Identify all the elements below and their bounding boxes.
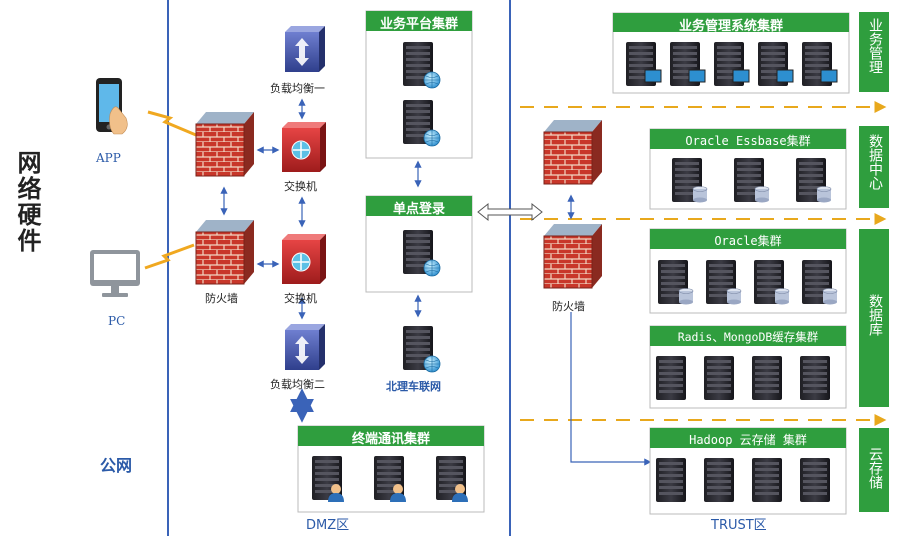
oracle-title: Oracle集群 [714,234,782,248]
trust-firewall-label: 防火墙 [552,300,585,313]
hadoop-title: Hadoop 云存储 集群 [689,433,807,447]
side-label-db: 数据库 [867,294,883,336]
business-platform-cluster [365,10,473,159]
side-bar-dc [859,126,889,208]
side-bar-cloud [859,428,889,512]
biz-mgmt-title: 业务管理系统集群 [678,19,783,34]
zone-dmz-label: DMZ区 [306,518,350,533]
sso-trust-link [477,202,543,222]
cache-title: Radis、MongoDB缓存集群 [677,330,819,344]
sso-cluster [365,195,473,293]
beili-label: 北理车联网 [386,380,441,393]
zone-trust-label: TRUST区 [711,518,767,533]
pc-link [144,243,195,270]
biz-mgmt-cluster [612,12,850,94]
dmz-firewall-label: 防火墙 [205,292,238,305]
monitor-icon [90,250,140,297]
side-bar-biz [859,12,889,92]
dmz-connectors [220,98,306,320]
side-bar-db [859,229,889,407]
terminal-cluster [297,425,485,513]
trust-firewall-top [543,119,603,185]
lb-top-label: 负载均衡一 [270,82,325,95]
lb-bottom-label: 负载均衡二 [270,378,325,391]
beili-server [403,326,441,373]
side-title: 网络硬件 [13,150,41,254]
app-link [147,110,197,137]
pc-label: PC [108,314,126,328]
load-balancer-two [285,324,325,370]
business-platform-title: 业务平台集群 [379,17,458,32]
dmz-firewall-top [195,111,255,177]
dmz-firewall-bottom [195,219,255,285]
zone-public-label: 公网 [100,456,133,475]
phone-icon [96,78,128,135]
switch-top [281,121,327,173]
firewall-hadoop-link [570,312,652,466]
switch-bottom-label: 交换机 [284,292,317,305]
cache-cluster [649,325,847,409]
switch-bottom [281,233,327,285]
trust-firewall-bottom [543,223,603,289]
load-balancer-one [285,26,325,72]
hadoop-cluster [649,427,847,515]
sso-title: 单点登录 [392,202,445,217]
dashed-separators [520,101,887,426]
side-label-dc: 数据中心 [867,134,883,190]
essbase-title: Oracle Essbase集群 [685,134,811,148]
switch-top-label: 交换机 [284,180,317,193]
essbase-cluster [649,128,847,210]
terminal-title: 终端通讯集群 [351,432,430,447]
oracle-cluster [649,228,847,314]
side-label-cloud: 云存储 [867,447,883,489]
app-label: APP [96,151,121,165]
side-label-biz: 业务管理 [867,18,883,74]
